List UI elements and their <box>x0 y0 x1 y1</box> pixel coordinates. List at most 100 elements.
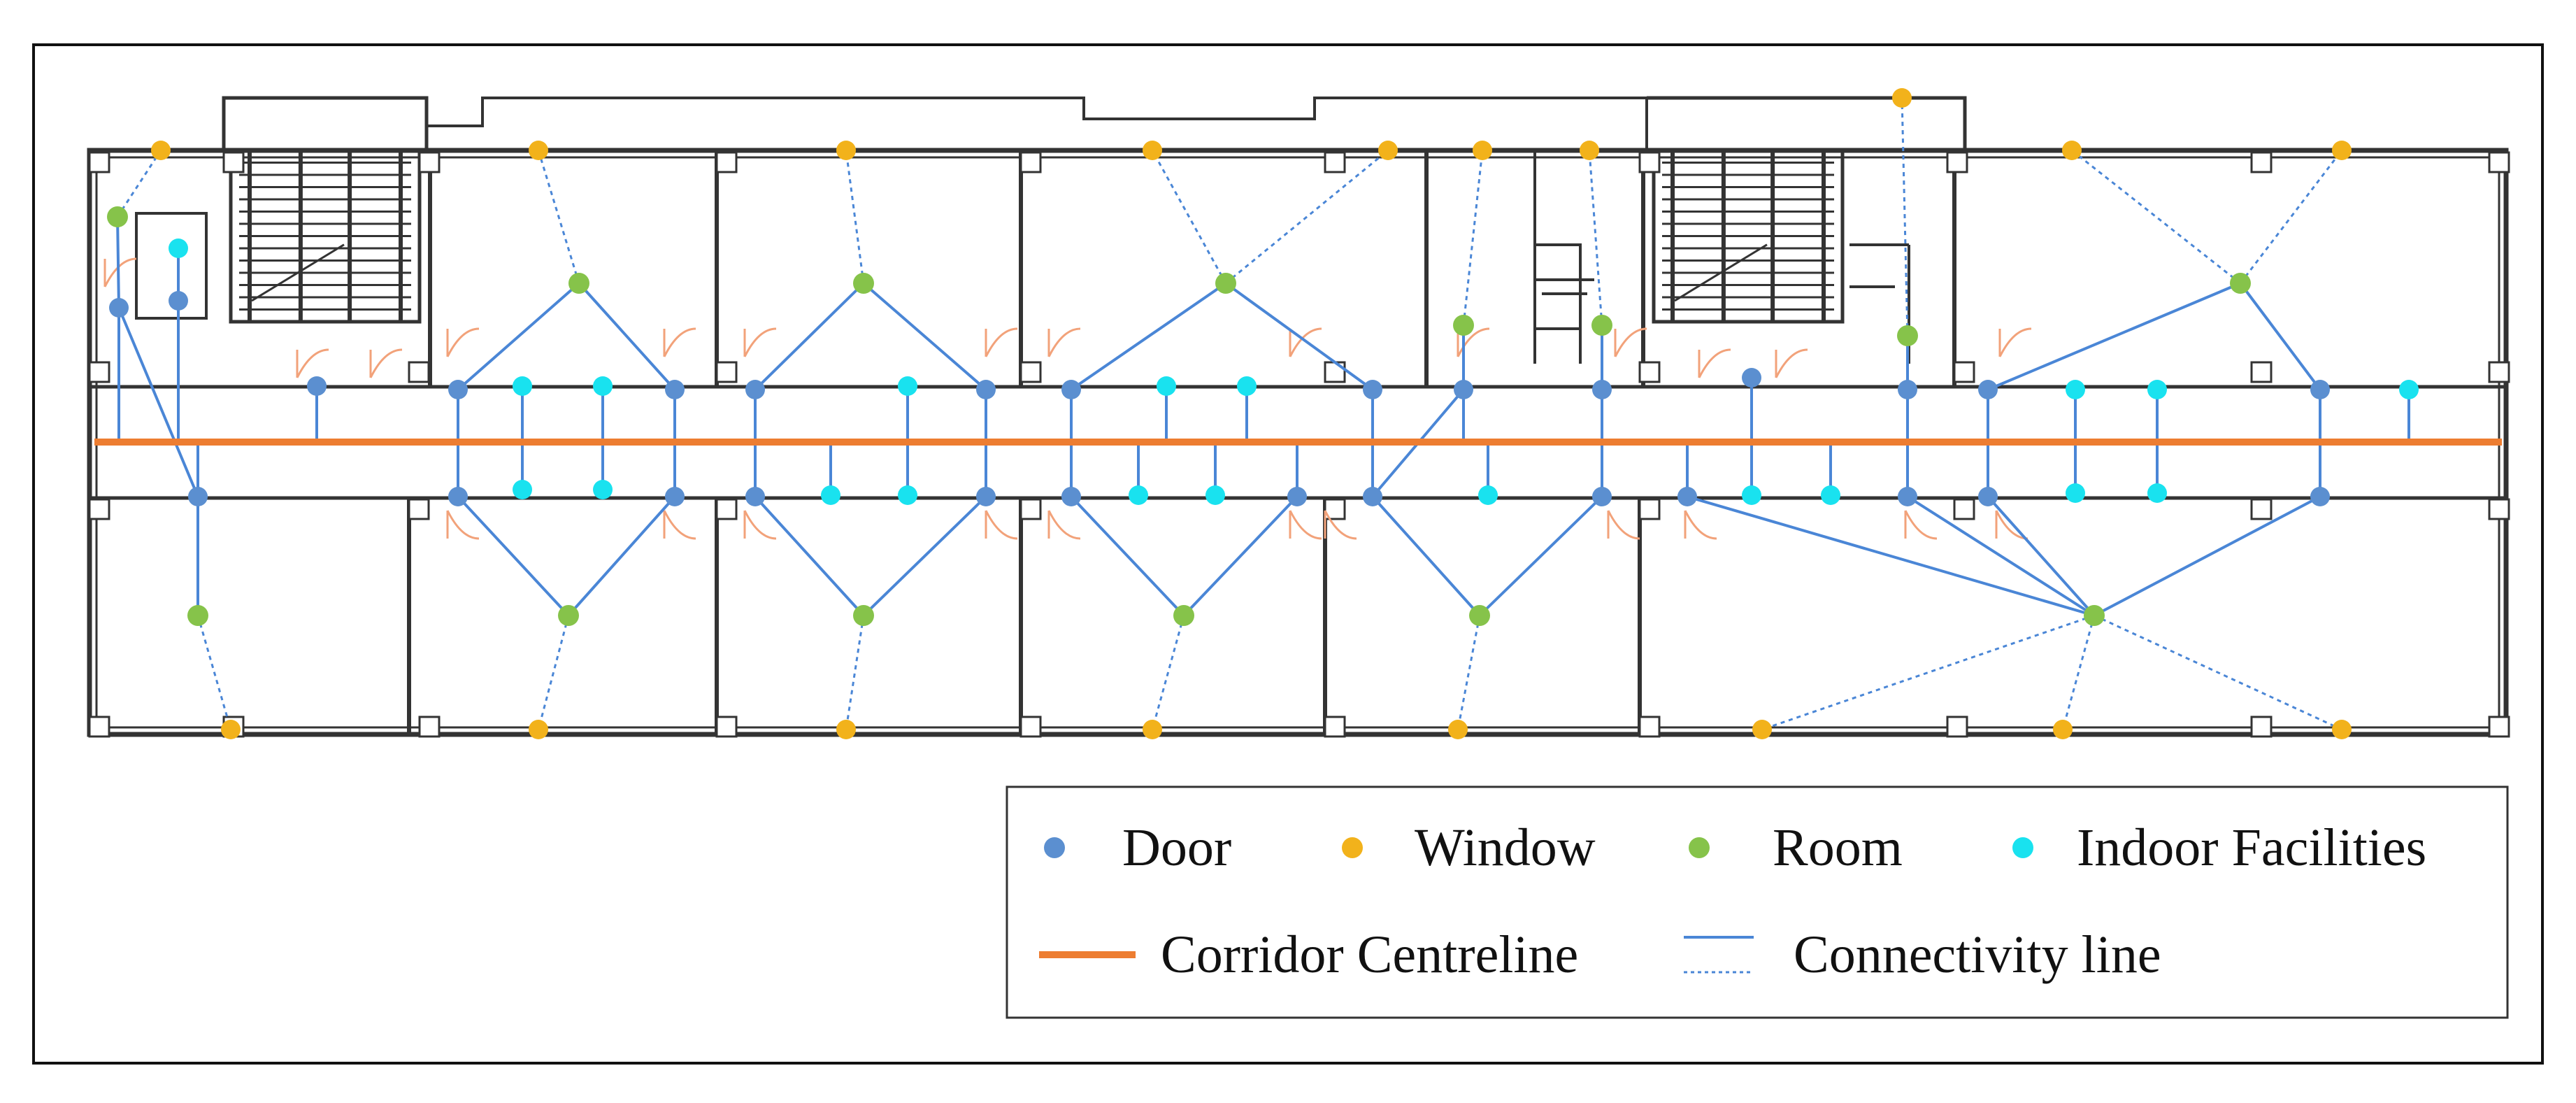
structural-column <box>88 151 110 173</box>
wc-partitions <box>1535 243 1594 364</box>
connectivity-line-dotted <box>537 150 580 284</box>
connectivity-line <box>862 495 987 617</box>
legend-box <box>1006 785 2509 1019</box>
connectivity-line <box>567 495 676 617</box>
building-floor-plan <box>87 96 2510 738</box>
connectivity-line <box>1182 495 1298 617</box>
door-swing-arc <box>369 348 403 378</box>
door-node <box>188 487 208 506</box>
structural-column <box>418 151 441 173</box>
connectivity-line <box>1687 495 2095 617</box>
facility-node <box>513 376 532 396</box>
room-node <box>1173 605 1194 626</box>
facility-node <box>1129 485 1148 505</box>
legend-connectivity-label: Connectivity line <box>1794 925 2161 984</box>
structural-column <box>1638 361 1661 383</box>
connectivity-line-dotted <box>537 615 570 730</box>
structural-column <box>2488 151 2510 173</box>
structural-column <box>715 151 738 173</box>
door-swing-arc <box>1684 510 1717 540</box>
connectivity-line <box>1070 495 1185 617</box>
room-node <box>568 273 589 294</box>
connectivity-line-dotted <box>2094 614 2342 731</box>
connectivity-line-dotted <box>1225 149 1389 285</box>
door-node <box>109 298 129 318</box>
structural-column <box>2250 151 2273 173</box>
room-node <box>1453 315 1474 336</box>
connectivity-line <box>457 495 570 617</box>
north-annex-outline <box>427 97 1648 150</box>
door-node <box>745 380 765 399</box>
structural-column <box>1019 716 1042 738</box>
stairwell <box>1652 148 1845 324</box>
connectivity-line <box>2239 282 2321 391</box>
connectivity-line <box>1478 495 1603 617</box>
structural-column <box>1638 716 1661 738</box>
connectivity-line <box>116 216 120 308</box>
door-swing-arc <box>663 510 696 540</box>
window-node <box>529 141 548 160</box>
structural-column <box>88 716 110 738</box>
window-node <box>1473 141 1492 160</box>
door-swing-arc <box>985 510 1018 540</box>
window-node <box>1143 720 1162 739</box>
facility-node <box>1157 376 1176 396</box>
door-node <box>2310 380 2330 399</box>
connectivity-line <box>754 282 865 391</box>
window-node <box>2332 720 2352 739</box>
door-node <box>976 380 996 399</box>
network-nodes <box>107 88 2419 739</box>
structural-column <box>2250 498 2273 520</box>
door-node <box>1592 380 1612 399</box>
door-swing-arc <box>446 327 480 357</box>
figure-frame <box>32 43 2544 1065</box>
connectivity-line-dotted <box>2239 150 2343 284</box>
structural-column <box>1324 151 1346 173</box>
door-swing-arc <box>446 510 480 540</box>
door-swing-arc <box>1047 327 1081 357</box>
connectivity-line-dotted <box>845 150 865 284</box>
window-node <box>836 141 856 160</box>
connectivity-line <box>1906 495 2096 617</box>
legend-door-label: Door <box>1122 818 1231 877</box>
facility-node <box>513 480 532 499</box>
window-node <box>529 720 548 739</box>
structural-column <box>1019 151 1042 173</box>
legend-facility-marker <box>2012 837 2033 858</box>
legend-window-marker <box>1342 837 1363 858</box>
connectivity-line-dotted <box>2071 149 2241 285</box>
stair-annex-west <box>222 96 429 150</box>
facility-node <box>1478 485 1498 505</box>
facility-node <box>2066 483 2085 503</box>
structural-column <box>1946 151 1968 173</box>
connectivity-line <box>1987 495 2096 617</box>
structural-column <box>1953 361 1975 383</box>
connectivity-line <box>578 282 676 391</box>
structural-column <box>1019 498 1042 520</box>
door-node <box>1978 380 1998 399</box>
structural-column <box>1324 716 1346 738</box>
window-node <box>1892 88 1912 108</box>
door-node <box>1898 487 1917 506</box>
facility-node <box>593 376 613 396</box>
stairwell-outline <box>1652 148 1845 324</box>
structural-column <box>1946 716 1968 738</box>
door-swing-arc <box>103 257 137 287</box>
structural-column <box>1638 498 1661 520</box>
connectivity-line-dotted <box>1457 615 1481 730</box>
door-node <box>169 291 188 311</box>
door-swing-arc <box>296 348 329 378</box>
structural-column <box>418 716 441 738</box>
structural-column <box>408 361 430 383</box>
window-node <box>2062 141 2082 160</box>
door-node <box>307 376 327 396</box>
structural-column <box>1019 361 1042 383</box>
window-node <box>1448 720 1468 739</box>
connectivity-line-dotted <box>1761 614 2095 731</box>
room-node <box>1469 605 1490 626</box>
connectivity-network <box>116 97 2410 731</box>
facility-node <box>821 485 840 505</box>
legend-room-marker <box>1689 837 1710 858</box>
stair-arrow <box>251 243 345 302</box>
